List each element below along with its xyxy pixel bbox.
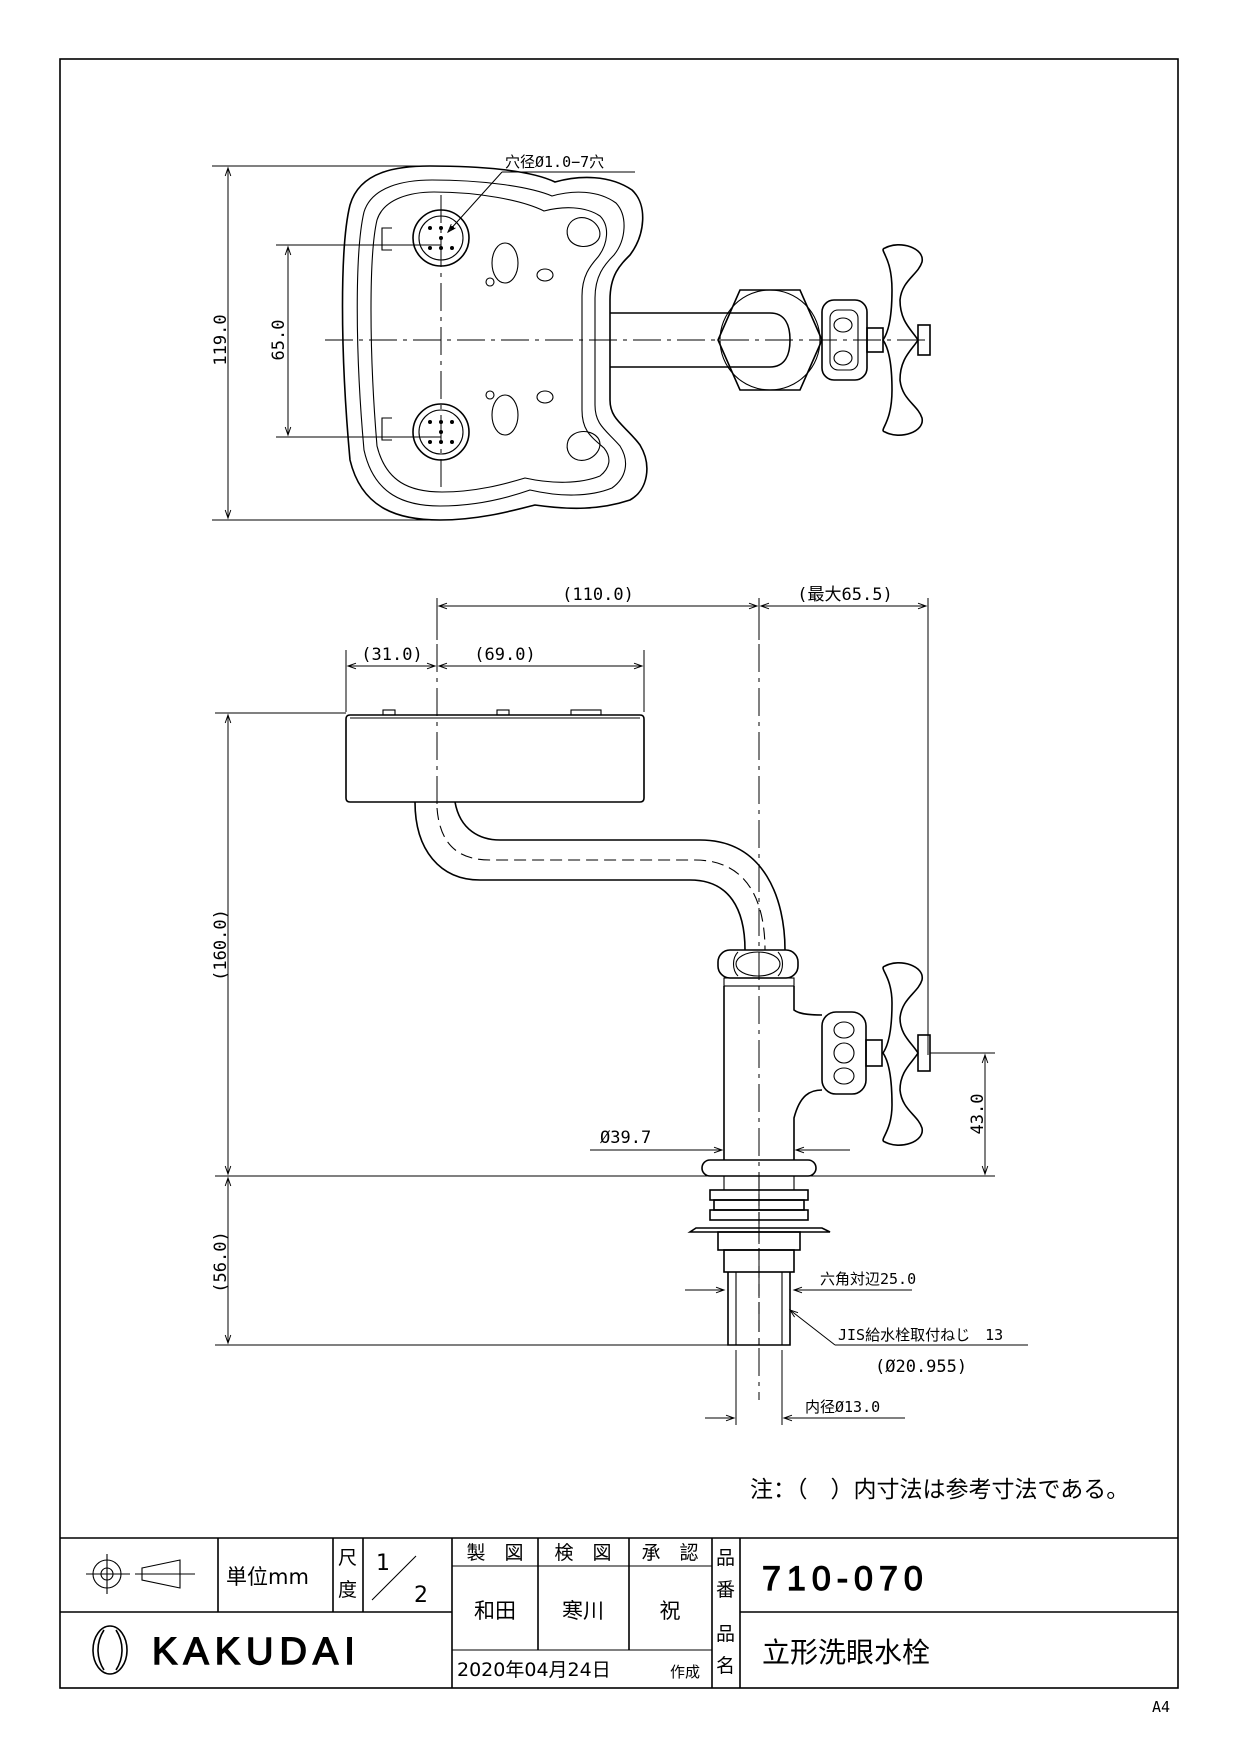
name-label-1: 品: [716, 1623, 735, 1645]
dim-bowl-left: (31.0): [361, 645, 422, 665]
dim-body-dia: Ø39.7: [600, 1128, 651, 1148]
unit-label: 単位mm: [226, 1565, 309, 1589]
brand-name: KAKUDAI: [152, 1631, 361, 1673]
dim-height-total: (160.0): [211, 909, 231, 981]
drawn-by: 和田: [474, 1599, 516, 1623]
reference-note: 注：（ ）内寸法は参考寸法である。: [750, 1477, 1129, 1503]
dim-handle-height: 43.0: [968, 1094, 988, 1135]
dim-plan-pitch: 65.0: [269, 320, 289, 361]
scale-denominator: 2: [414, 1583, 428, 1608]
dim-reach-total: (110.0): [562, 585, 634, 605]
front-supply-pipe: [414, 801, 746, 951]
approved-by: 祝: [660, 1599, 681, 1623]
dim-bowl-right: (69.0): [474, 645, 535, 665]
dim-plan-height: 119.0: [211, 314, 231, 365]
plan-view: 119.0 65.0 穴径Ø1.0−7穴: [211, 153, 931, 521]
part-number: 710-070: [762, 1560, 929, 1598]
plan-bowl-inner: [356, 179, 627, 507]
plan-bowl-inner-2: [370, 191, 610, 493]
dim-handle-max: (最大65.5): [797, 585, 892, 605]
name-label-2: 名: [716, 1655, 735, 1677]
checked-label: 検 図: [554, 1542, 611, 1564]
part-no-label-1: 品: [716, 1547, 735, 1569]
dim-inner-dia: 内径Ø13.0: [805, 1398, 880, 1416]
plan-bowl-outline: [341, 165, 648, 521]
scale-label-2: 度: [338, 1579, 357, 1601]
dim-below-deck: (56.0): [211, 1231, 231, 1292]
drawing-border: [59, 58, 1179, 1689]
dim-hex: 六角対辺25.0: [820, 1270, 916, 1288]
scale-label-1: 尺: [338, 1547, 357, 1569]
approved-label: 承 認: [641, 1542, 698, 1564]
checked-by: 寒川: [562, 1599, 604, 1623]
creation-date: 2020年04月24日: [457, 1659, 611, 1681]
kakudai-logo-mark: [92, 1625, 128, 1675]
front-cross-handle: [882, 962, 923, 1146]
dim-thread-dia: (Ø20.955): [875, 1357, 967, 1377]
scale-numerator: 1: [376, 1551, 390, 1576]
third-angle-projection-icon: [86, 1554, 195, 1594]
front-view: (110.0) (最大65.5) (31.0) (69.0) (160.0) 4…: [211, 585, 1028, 1425]
creation-suffix: 作成: [670, 1663, 700, 1681]
paper-size: A4: [1152, 1698, 1170, 1716]
part-no-label-2: 番: [716, 1579, 735, 1601]
dim-thread: JIS給水栓取付ねじ 13: [838, 1326, 1003, 1344]
product-name: 立形洗眼水栓: [762, 1636, 930, 1669]
title-block: KAKUDAI 単位mm 尺 度 1 2 製 図 検 図 承 認 和田 寒川 祝…: [60, 1537, 1178, 1688]
drawn-label: 製 図: [466, 1542, 523, 1564]
hole-note: 穴径Ø1.0−7穴: [505, 153, 604, 171]
front-bowl: [345, 714, 645, 803]
